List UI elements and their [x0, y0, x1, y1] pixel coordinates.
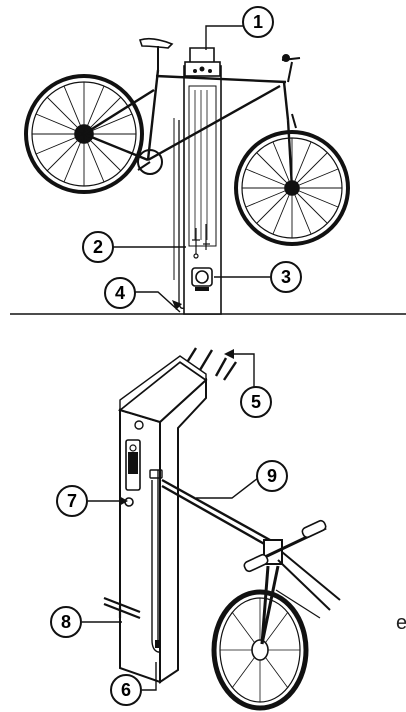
callout-bubble-7: 7 [56, 485, 88, 517]
callout-label: 2 [93, 237, 103, 257]
callout-arrowheads [119, 300, 234, 506]
tool-hooks [103, 596, 141, 620]
bike-frame [83, 69, 294, 189]
saddle [138, 37, 174, 49]
callout-bubble-9: 9 [256, 460, 288, 492]
bottom-bike-front [211, 519, 341, 711]
stray-text: e. [396, 612, 406, 634]
callout-bubble-6: 6 [110, 674, 142, 706]
repair-stand-column [173, 47, 222, 315]
callout-label: 6 [121, 680, 131, 700]
callout-bubble-8: 8 [50, 606, 82, 638]
pump-gauge [191, 267, 213, 291]
bottom-view-illustration [103, 347, 341, 711]
callout-label: 8 [61, 612, 71, 632]
callout-bubble-2: 2 [82, 231, 114, 263]
callout-label: 4 [115, 283, 125, 303]
callout-leaders [82, 25, 270, 691]
callout-label: 1 [253, 12, 263, 32]
bottom-stand-side [159, 377, 207, 684]
callout-label: 3 [281, 267, 291, 287]
callout-label: 5 [251, 392, 261, 412]
air-hose [178, 120, 185, 309]
lock-detail [155, 640, 161, 648]
handlebar [281, 54, 301, 129]
hose-groove [149, 469, 163, 653]
callout-label: 7 [67, 491, 77, 511]
grip-right [301, 519, 327, 539]
tethered-tools [192, 224, 210, 259]
grip-left [243, 553, 269, 573]
bike-hanger-arms [189, 47, 215, 62]
callout-bubble-5: 5 [240, 386, 272, 418]
chainring [137, 149, 163, 175]
clamp-arm [161, 478, 271, 548]
callout-label: 9 [267, 466, 277, 486]
callout-bubble-3: 3 [270, 261, 302, 293]
callout-bubble-1: 1 [242, 6, 274, 38]
callout-bubble-4: 4 [104, 277, 136, 309]
top-view-illustration [10, 37, 406, 315]
